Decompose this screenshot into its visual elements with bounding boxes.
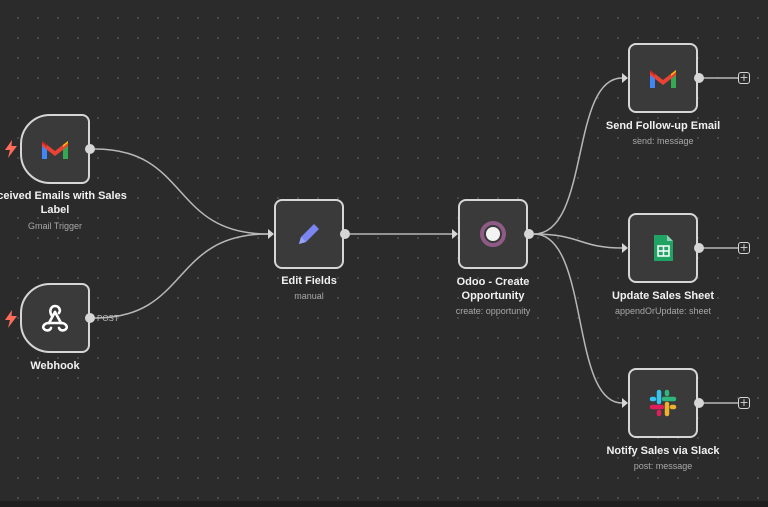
input-handle-notify-slack[interactable] — [622, 398, 628, 408]
output-handle-webhook[interactable] — [85, 313, 95, 323]
node-title-gmail-trigger: Received Emails with Sales Label — [0, 190, 127, 216]
add-node-button-notify-slack[interactable]: + — [738, 396, 750, 409]
connection-odoo-to-sheet — [533, 233, 623, 249]
gmail-icon — [650, 70, 676, 88]
trigger-bolt-icon — [5, 310, 17, 328]
output-handle-send-email[interactable] — [694, 73, 704, 83]
node-title-odoo: Odoo - Create Opportunity — [456, 276, 530, 302]
input-handle-odoo[interactable] — [452, 229, 458, 239]
output-handle-odoo[interactable] — [524, 229, 534, 239]
node-title-webhook: Webhook — [30, 360, 80, 372]
output-handle-edit-fields[interactable] — [340, 229, 350, 239]
input-handle-edit-fields[interactable] — [268, 229, 274, 239]
output-handle-gmail-trigger[interactable] — [85, 144, 95, 154]
node-send-email[interactable] — [628, 43, 698, 113]
node-title-edit-fields: Edit Fields — [281, 275, 337, 287]
node-title-notify-slack: Notify Sales via Slack — [606, 445, 720, 457]
node-webhook[interactable] — [20, 283, 90, 353]
gmail-icon — [42, 141, 68, 159]
node-title-update-sheet: Update Sales Sheet — [611, 290, 715, 302]
slack-icon — [649, 389, 677, 417]
pencil-icon — [299, 224, 319, 244]
input-handle-send-email[interactable] — [622, 73, 628, 83]
node-subtitle-odoo: create: opportunity — [455, 306, 531, 316]
odoo-icon — [480, 221, 506, 247]
canvas-bottom-edge — [0, 501, 768, 507]
node-subtitle-notify-slack: post: message — [633, 461, 693, 471]
node-notify-slack[interactable] — [628, 368, 698, 438]
node-subtitle-gmail-trigger: Gmail Trigger — [27, 221, 82, 231]
node-odoo[interactable] — [458, 199, 528, 269]
add-node-button-update-sheet[interactable]: + — [738, 241, 750, 254]
connection-webhook-to-edit — [94, 233, 269, 319]
node-title-send-email: Send Follow-up Email — [605, 120, 721, 132]
node-subtitle-edit-fields: manual — [294, 291, 324, 301]
webhook-icon — [41, 304, 69, 332]
trigger-bolt-icon — [5, 140, 17, 158]
connection-odoo-to-slack — [533, 233, 623, 404]
node-gmail-trigger[interactable] — [20, 114, 90, 184]
node-update-sheet[interactable] — [628, 213, 698, 283]
node-subtitle-update-sheet: appendOrUpdate: sheet — [614, 306, 712, 316]
connection-gmail-to-edit — [94, 148, 269, 235]
input-handle-update-sheet[interactable] — [622, 243, 628, 253]
connection-odoo-to-email — [533, 77, 623, 235]
add-node-button-send-email[interactable]: + — [738, 71, 750, 84]
output-handle-notify-slack[interactable] — [694, 398, 704, 408]
output-handle-update-sheet[interactable] — [694, 243, 704, 253]
webhook-output-label: POST — [97, 314, 119, 323]
node-subtitle-send-email: send: message — [632, 136, 694, 146]
node-edit-fields[interactable] — [274, 199, 344, 269]
google-sheets-icon — [654, 235, 673, 261]
